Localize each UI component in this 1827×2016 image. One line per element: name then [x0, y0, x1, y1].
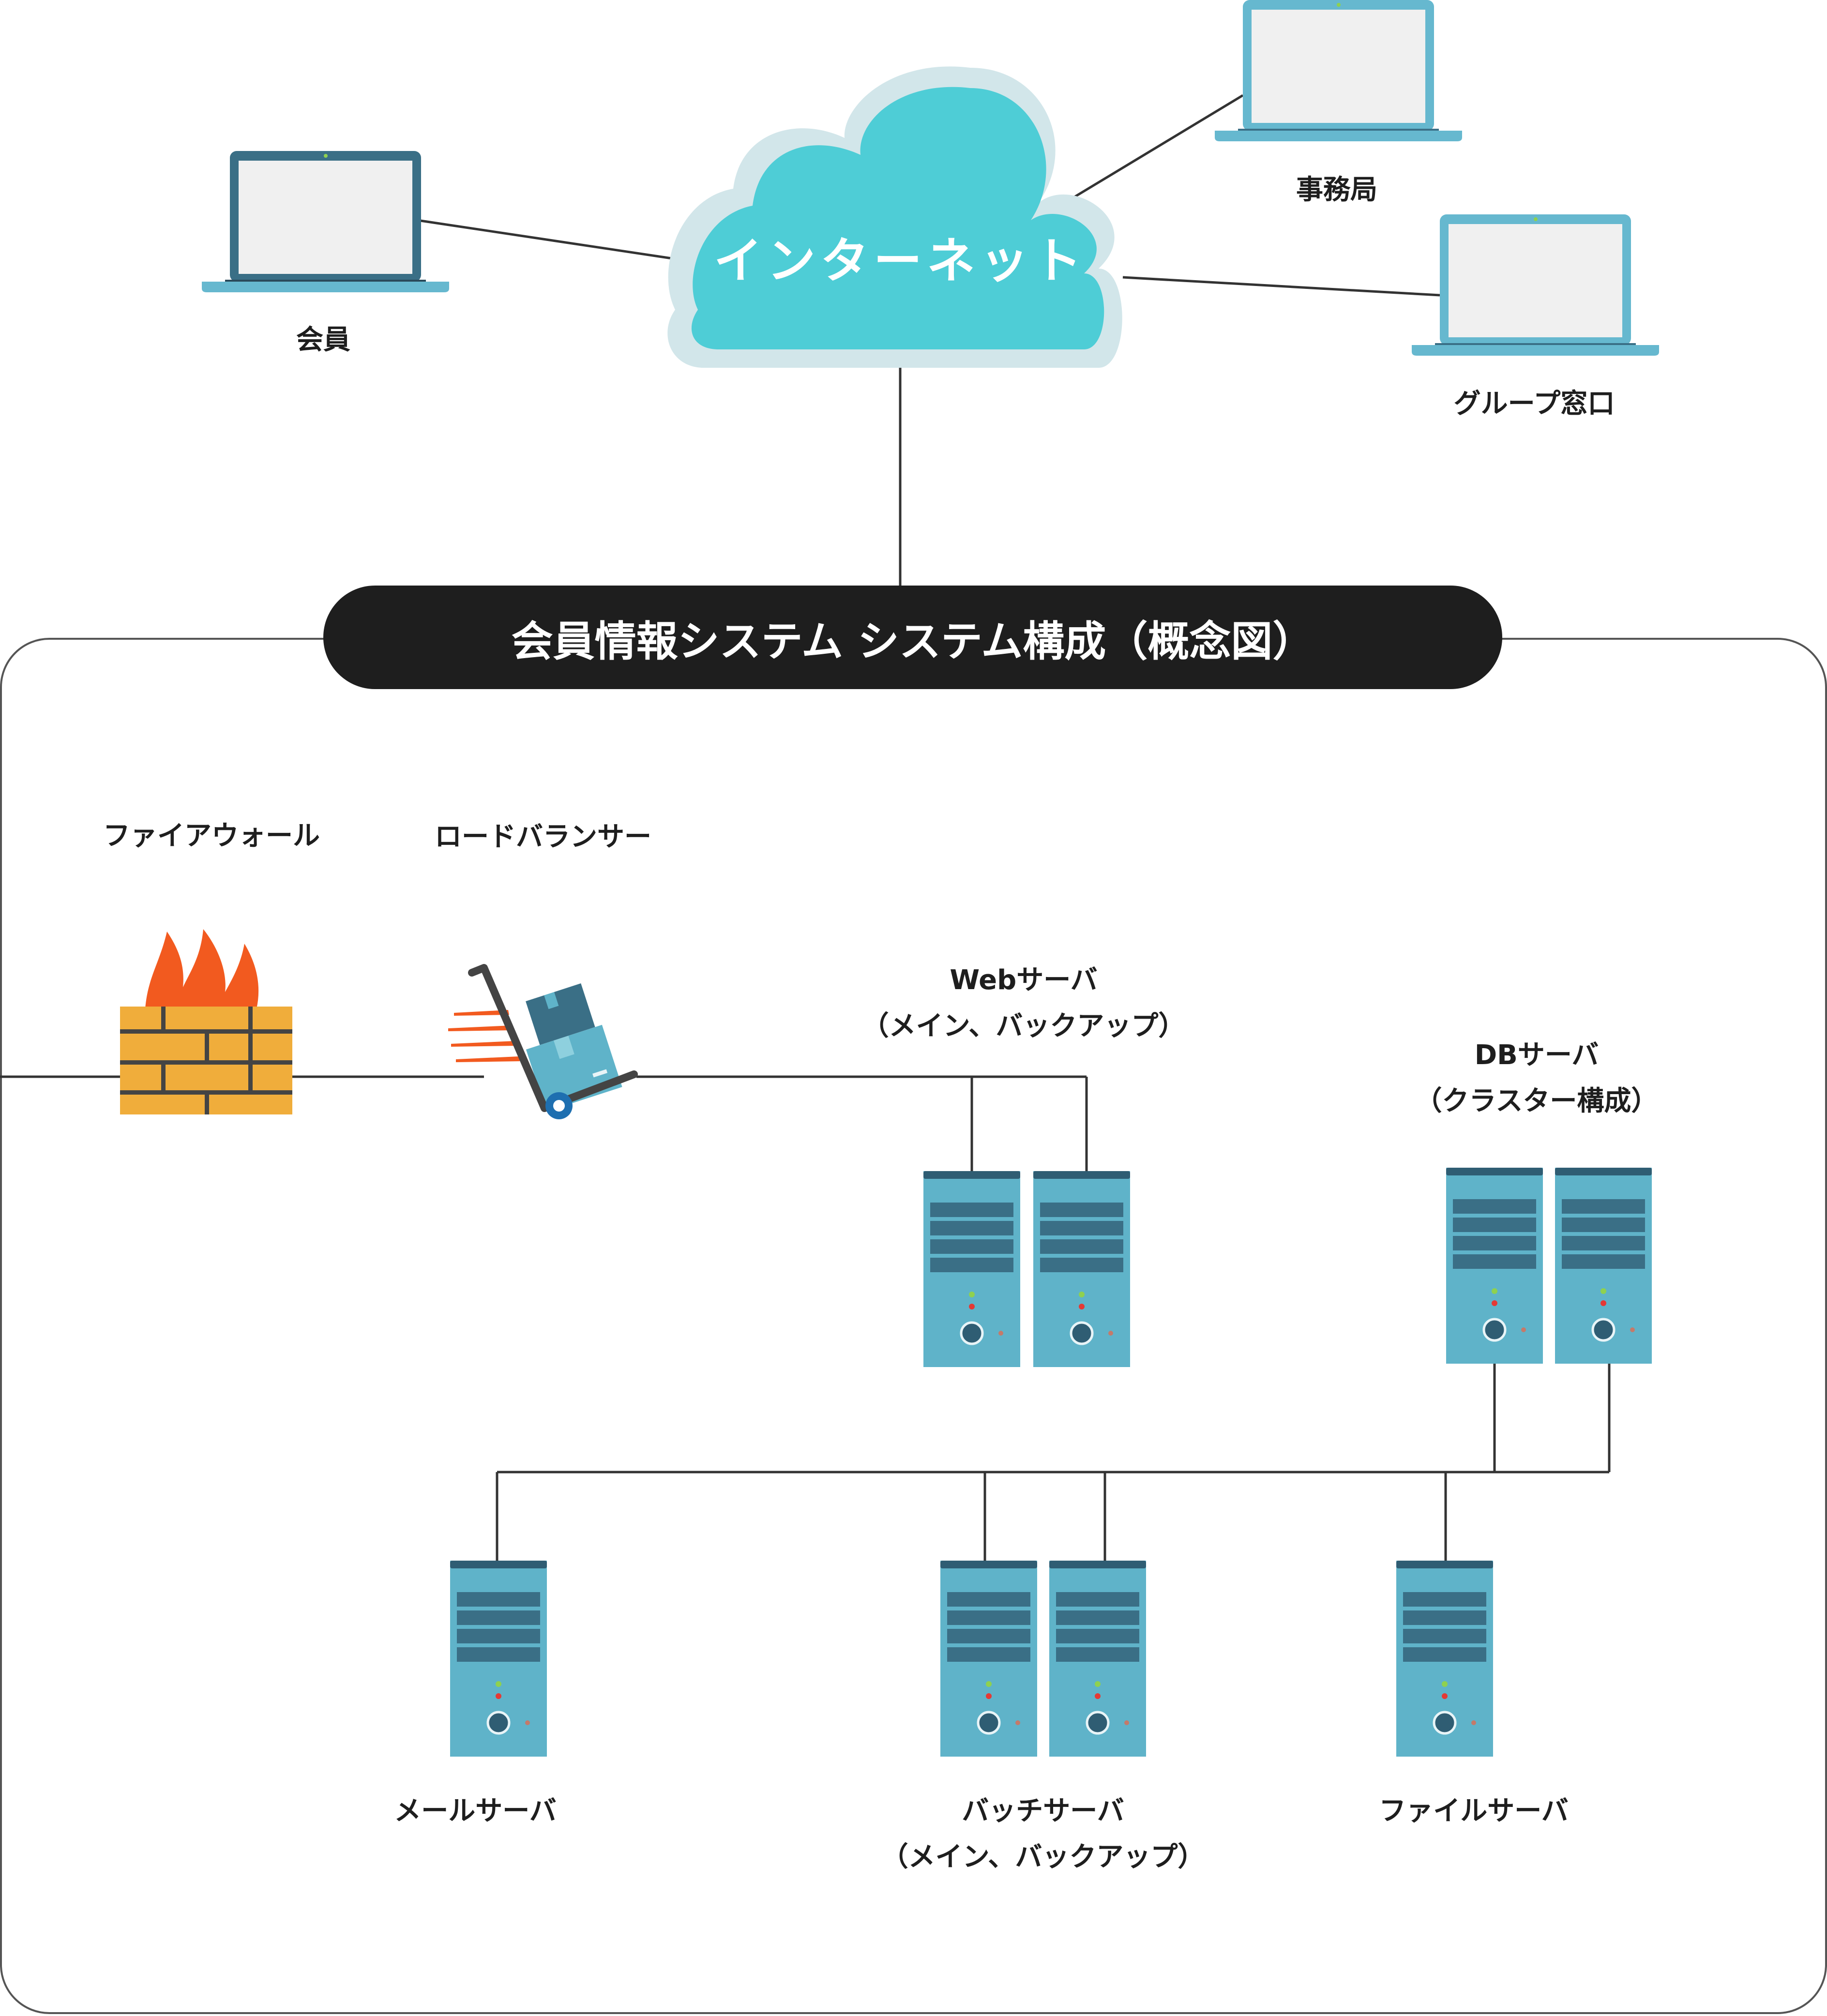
db-server-2-icon [1555, 1168, 1652, 1364]
batch-server-note: （メイン、バックアップ） [881, 1841, 1205, 1873]
mail-server-label: メールサーバ [394, 1788, 556, 1834]
mail-server-name: メールサーバ [394, 1795, 557, 1827]
diagram-title: 会員情報システム システム構成（概念図） [511, 617, 1314, 666]
file-server-icon [1396, 1561, 1493, 1757]
load-balancer-icon [448, 964, 638, 1119]
db-server-label: DBサーバ （クラスター構成） [1415, 1032, 1659, 1124]
batch-server-main-icon [940, 1561, 1037, 1757]
file-server-name: ファイルサーバ [1379, 1795, 1569, 1827]
group-contact-label: グループ窓口 [1453, 388, 1615, 420]
firewall-icon [120, 929, 292, 1114]
batch-server-name: バッチサーバ [962, 1795, 1124, 1827]
web-server-backup-icon [1033, 1171, 1130, 1367]
file-server-label: ファイルサーバ [1379, 1788, 1568, 1834]
firewall-label: ファイアウォール [103, 820, 320, 852]
db-server-1-icon [1446, 1168, 1543, 1364]
mail-server-icon [450, 1561, 547, 1757]
laptop-icon-secretariat [1215, 0, 1462, 141]
batch-server-label: バッチサーバ （メイン、バックアップ） [881, 1788, 1205, 1880]
diagram-title-pill: 会員情報システム システム構成（概念図） [323, 586, 1502, 689]
web-server-main-icon [923, 1171, 1020, 1367]
member-label: 会員 [296, 324, 350, 356]
web-server-label: Webサーバ （メイン、バックアップ） [862, 957, 1186, 1049]
web-server-name: Webサーバ [950, 964, 1098, 996]
web-server-note: （メイン、バックアップ） [861, 1010, 1186, 1042]
secretariat-label: 事務局 [1296, 174, 1377, 206]
cloud-icon [667, 66, 1122, 368]
laptop-icon-group-contact [1412, 214, 1659, 356]
batch-server-backup-icon [1049, 1561, 1146, 1757]
db-server-note: （クラスター構成） [1415, 1085, 1659, 1117]
laptop-icon-member [202, 151, 449, 292]
db-server-name: DBサーバ [1474, 1039, 1599, 1071]
load-balancer-label: ロードバランサー [435, 821, 651, 853]
internet-label: インターネット [714, 232, 1087, 289]
connection-lines [0, 94, 1611, 1573]
